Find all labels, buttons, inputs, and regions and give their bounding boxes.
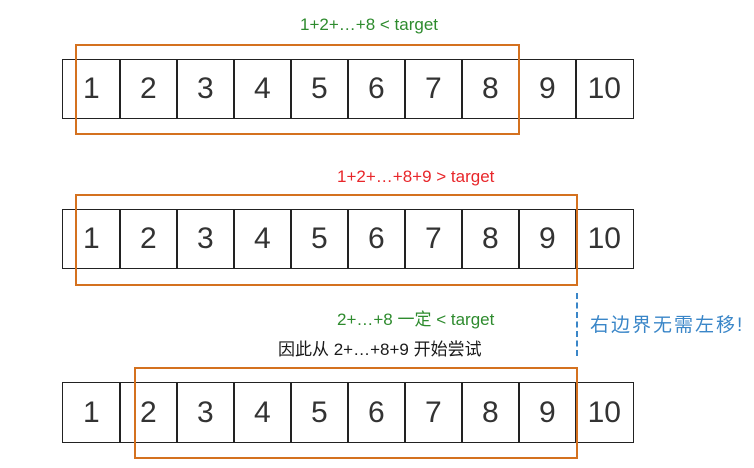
array-cell: 2 [119,59,178,119]
row3-sliding-window [134,367,578,459]
array-cell: 5 [290,209,349,269]
row1-array: 1 2 3 4 5 6 7 8 9 10 [62,59,648,119]
array-cell: 7 [404,382,463,443]
array-cell: 1 [62,59,121,119]
array-cell: 5 [290,382,349,443]
array-cell: 10 [575,209,634,269]
row3-explanation-label: 因此从 2+…+8+9 开始尝试 [278,340,482,359]
row2-sliding-window [75,194,578,286]
array-cell: 1 [62,382,121,443]
row1-sum-label: 1+2+…+8 < target [300,15,438,34]
array-cell: 6 [347,59,406,119]
row2-array: 1 2 3 4 5 6 7 8 9 10 [62,209,648,269]
array-cell: 7 [404,209,463,269]
array-cell: 5 [290,59,349,119]
array-cell: 10 [575,382,634,443]
row1-sliding-window [75,44,520,135]
right-boundary-dashed-line [576,293,578,356]
array-cell: 4 [233,382,292,443]
array-cell: 2 [119,382,178,443]
array-cell: 3 [176,59,235,119]
array-cell: 8 [461,382,520,443]
array-cell: 7 [404,59,463,119]
array-cell: 6 [347,382,406,443]
row3-array: 1 2 3 4 5 6 7 8 9 10 [62,382,648,443]
array-cell: 6 [347,209,406,269]
array-cell: 1 [62,209,121,269]
array-cell: 10 [575,59,634,119]
array-cell: 9 [518,59,577,119]
array-cell: 3 [176,209,235,269]
right-boundary-note: 右边界无需左移! [590,315,745,336]
row2-sum-label: 1+2+…+8+9 > target [337,167,495,186]
array-cell: 2 [119,209,178,269]
array-cell: 8 [461,209,520,269]
row3-sum-label: 2+…+8 一定 < target [337,310,495,329]
array-cell: 4 [233,209,292,269]
array-cell: 3 [176,382,235,443]
array-cell: 4 [233,59,292,119]
